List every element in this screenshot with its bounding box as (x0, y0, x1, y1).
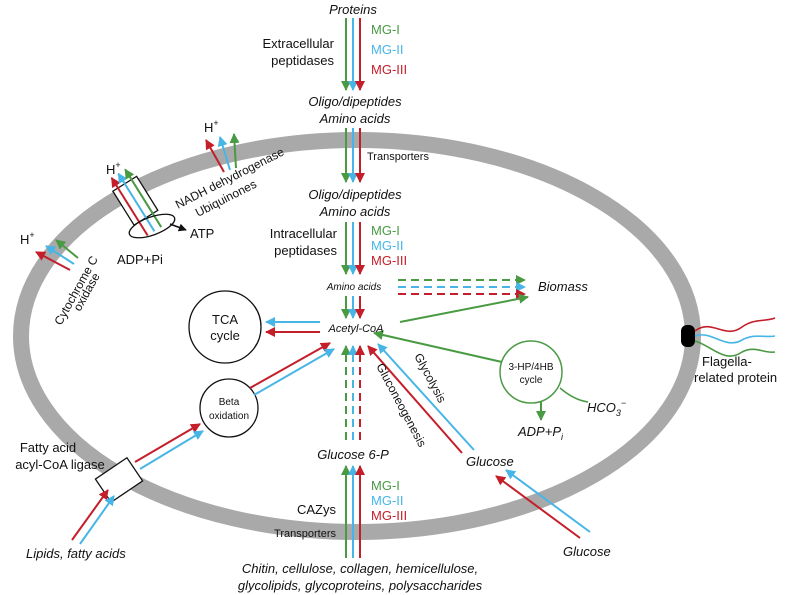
beta-oxidation (199, 378, 259, 438)
amino-to-acetyl-arrows (341, 296, 365, 319)
atp-arrow (169, 223, 187, 232)
atp-synthase (110, 168, 163, 237)
label-lipids: Lipids, fatty acids (26, 546, 126, 561)
legend-top-mg2: MG-II (371, 42, 404, 57)
label-adp-pi-left: ADP+Pi (117, 252, 163, 267)
label-h-plus-nadh: H+ (204, 118, 219, 135)
label-acetyl-coa: Acetyl-CoA (327, 323, 383, 335)
legend-mid-mg1: MG-I (371, 223, 400, 238)
cazys-arrows (341, 465, 365, 558)
label-substrates-2: glycolipids, glycoproteins, polysacchari… (238, 578, 483, 593)
nadh-proton-arrows (205, 133, 240, 173)
legend-mid-mg3: MG-III (371, 253, 407, 268)
legend-top-mg3: MG-III (371, 62, 407, 77)
label-oligo-out: Oligo/dipeptides (308, 94, 402, 109)
acetyl-to-biomass-arrow (399, 293, 529, 323)
label-fatty-acid: Fatty acid (20, 440, 76, 455)
label-h-plus-atp: H+ (106, 160, 121, 177)
legend-bottom-mg3: MG-III (371, 508, 407, 523)
label-amino-in: Amino acids (319, 204, 391, 219)
label-acyl-coa-ligase: acyl-CoA ligase (15, 457, 105, 472)
biomass-dashed-arrows (398, 275, 526, 299)
transport-top-arrows (341, 128, 365, 183)
label-extracellular-peptidases: peptidases (271, 53, 334, 68)
hp-to-acetyl-arrow (373, 330, 503, 363)
g6p-to-acetyl-arrows (341, 345, 365, 440)
label-intracellular: Intracellular (270, 226, 338, 241)
glycolysis-arrow (377, 343, 475, 451)
label-amino-acids-small: Amino acids (326, 282, 381, 293)
legend-bottom-mg2: MG-II (371, 493, 404, 508)
glucose-transport-arrows (495, 469, 591, 539)
lipids-to-ligase-arrows (71, 489, 115, 545)
tca-label-1: TCA (212, 312, 238, 327)
tca-label-2: cycle (210, 328, 240, 343)
beta-label-1: Beta (219, 397, 240, 408)
legend-top-mg1: MG-I (371, 22, 400, 37)
label-h-plus-cyto: H+ (20, 230, 35, 247)
label-extracellular: Extracellular (262, 36, 334, 51)
hco3-to-hp-curve (559, 387, 589, 403)
label-flagella-1: Flagella- (702, 354, 752, 369)
flagella (681, 317, 776, 357)
label-adp-pi-right: ADP+Pi (517, 424, 564, 442)
label-proteins: Proteins (329, 2, 377, 17)
hp-label-1: 3-HP/4HB (508, 362, 553, 373)
label-glucose-in: Glucose (466, 454, 514, 469)
label-glucose-6p: Glucose 6-P (317, 447, 389, 462)
label-intracellular-peptidases: peptidases (274, 243, 337, 258)
label-amino-out: Amino acids (319, 111, 391, 126)
label-substrates-1: Chitin, cellulose, collagen, hemicellulo… (242, 561, 478, 576)
ligase-to-beta-arrows (134, 423, 204, 470)
beta-to-acetyl-arrows (249, 342, 335, 396)
beta-label-2: oxidation (209, 411, 249, 422)
intracellular-peptidase-arrows (341, 222, 365, 275)
label-glucose-out: Glucose (563, 544, 611, 559)
gluconeogenesis-arrow (367, 345, 463, 454)
proteins-arrows (341, 18, 365, 91)
tca-cycle (188, 290, 262, 364)
hp-label-2: cycle (520, 375, 543, 386)
label-transporters-top: Transporters (367, 151, 429, 163)
label-hco3: HCO3− (587, 398, 626, 418)
label-flagella-2: related protein (694, 370, 777, 385)
atp-synthase-rotor (128, 213, 176, 239)
legend-mid-mg2: MG-II (371, 238, 404, 253)
label-biomass: Biomass (538, 279, 588, 294)
acetyl-to-tca-arrows (265, 317, 320, 337)
label-oligo-in: Oligo/dipeptides (308, 187, 402, 202)
label-glycolysis: Glycolysis (411, 351, 449, 405)
label-atp: ATP (190, 226, 214, 241)
hp-hb-cycle (499, 340, 563, 404)
label-transporters-bottom: Transporters (274, 528, 336, 540)
label-cazys: CAZys (297, 502, 337, 517)
legend-bottom-mg1: MG-I (371, 478, 400, 493)
cytochrome-proton-arrows (35, 239, 79, 271)
